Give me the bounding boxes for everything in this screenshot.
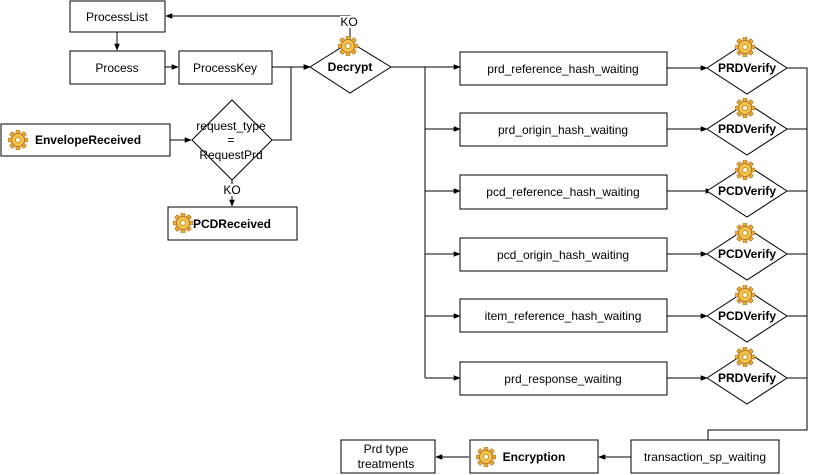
edge-decrypt-to-processlist: [165, 13, 351, 42]
gear-icon: [735, 347, 755, 367]
gear-icon: [735, 98, 755, 118]
edge-label-request-type-ko: KO: [223, 183, 240, 197]
node-request-type-line-1: request_type: [196, 119, 266, 133]
node-verify-3-label: PCDVerify: [718, 184, 776, 198]
node-verify-3[interactable]: PCDVerify: [706, 160, 788, 218]
node-verify-5-label: PCDVerify: [718, 309, 776, 323]
node-request-type[interactable]: request_type = RequestPrd: [191, 99, 273, 181]
node-encryption[interactable]: Encryption: [469, 439, 599, 474]
node-waiting-2-label: prd_origin_hash_waiting: [498, 123, 628, 137]
edge-verify-trunk: [707, 67, 808, 440]
node-prd-type-treatments-line-1: Prd type: [364, 442, 409, 456]
edge-label-decrypt-ko: KO: [340, 15, 357, 29]
gear-icon: [735, 223, 755, 243]
gear-icon: [735, 37, 755, 57]
node-verify-2[interactable]: PRDVerify: [706, 98, 788, 156]
node-waiting-4[interactable]: pcd_origin_hash_waiting: [459, 237, 668, 272]
gear-icon: [476, 447, 496, 467]
edges: [114, 13, 808, 460]
node-verify-1[interactable]: PRDVerify: [706, 37, 788, 95]
node-verify-2-label: PRDVerify: [718, 122, 776, 136]
node-waiting-4-label: pcd_origin_hash_waiting: [497, 248, 629, 262]
gear-icon: [173, 213, 193, 233]
node-envelope-received-label: EnvelopeReceived: [35, 133, 141, 147]
node-waiting-5[interactable]: item_reference_hash_waiting: [459, 298, 668, 333]
node-pcd-received[interactable]: PCDReceived: [167, 206, 298, 241]
node-verify-6[interactable]: PRDVerify: [706, 347, 788, 405]
node-request-type-line-2: =: [227, 133, 234, 147]
node-verify-4-label: PCDVerify: [718, 247, 776, 261]
node-processkey-label: ProcessKey: [193, 61, 257, 75]
node-prd-type-treatments-line-2: treatments: [358, 457, 415, 471]
node-encryption-label: Encryption: [503, 450, 566, 464]
node-verify-5[interactable]: PCDVerify: [706, 285, 788, 343]
node-processlist[interactable]: ProcessList: [69, 0, 166, 33]
node-waiting-6[interactable]: prd_response_waiting: [459, 361, 668, 396]
node-verify-1-label: PRDVerify: [718, 61, 776, 75]
node-processlist-label: ProcessList: [86, 10, 149, 24]
gear-icon: [8, 130, 28, 150]
node-decrypt[interactable]: Decrypt: [309, 36, 392, 94]
node-waiting-2[interactable]: prd_origin_hash_waiting: [459, 112, 668, 147]
node-process[interactable]: Process: [69, 50, 166, 85]
edge-decrypt-trunk: [390, 66, 426, 378]
node-pcd-received-label: PCDReceived: [193, 217, 271, 231]
node-waiting-1-label: prd_reference_hash_waiting: [487, 62, 638, 76]
node-decrypt-label: Decrypt: [328, 60, 373, 74]
node-waiting-6-label: prd_response_waiting: [504, 372, 621, 386]
node-waiting-1[interactable]: prd_reference_hash_waiting: [459, 51, 668, 86]
node-waiting-5-label: item_reference_hash_waiting: [485, 309, 642, 323]
node-transaction-sp-waiting-label: transaction_sp_waiting: [644, 450, 766, 464]
node-prd-type-treatments[interactable]: Prd type treatments: [340, 439, 436, 474]
node-request-type-line-3: RequestPrd: [199, 148, 262, 162]
node-transaction-sp-waiting[interactable]: transaction_sp_waiting: [630, 439, 780, 474]
gear-icon: [338, 36, 358, 56]
node-envelope-received[interactable]: EnvelopeReceived: [0, 123, 171, 157]
node-waiting-3[interactable]: pcd_reference_hash_waiting: [459, 174, 668, 210]
node-process-label: Process: [95, 61, 138, 75]
node-waiting-3-label: pcd_reference_hash_waiting: [486, 185, 639, 199]
gear-icon: [735, 160, 755, 180]
node-verify-6-label: PRDVerify: [718, 371, 776, 385]
gear-icon: [735, 285, 755, 305]
edge-request-type-to-decrypt: [271, 64, 311, 141]
node-verify-4[interactable]: PCDVerify: [706, 223, 788, 281]
node-processkey[interactable]: ProcessKey: [178, 50, 273, 85]
